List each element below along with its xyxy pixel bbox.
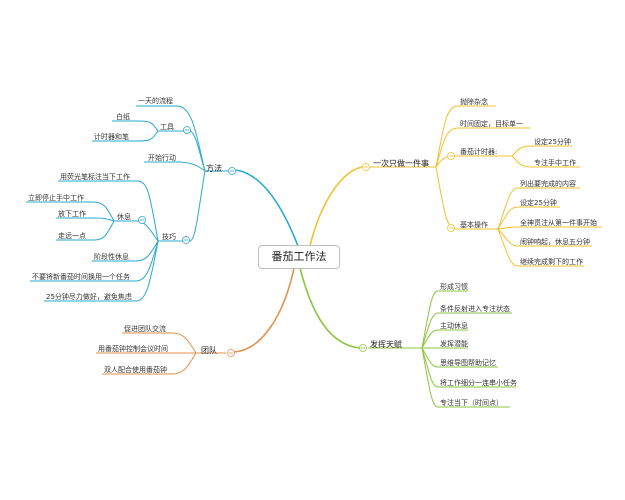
team-links bbox=[96, 332, 226, 375]
node-put-down[interactable]: 放下工作 bbox=[58, 210, 86, 218]
method-links bbox=[26, 105, 228, 302]
branch-team[interactable]: 团队 bbox=[201, 346, 217, 355]
node-walk-away[interactable]: 走远一点 bbox=[58, 232, 86, 240]
branch-one-thing[interactable]: 一次只做一件事 bbox=[373, 159, 429, 168]
node-day-flow[interactable]: 一天的流程 bbox=[138, 97, 173, 105]
node-continue[interactable]: 继续完成剩下的工作 bbox=[520, 258, 583, 266]
node-alarm-rest[interactable]: 闹钟响起，休息五分钟 bbox=[520, 238, 590, 246]
link-root-method bbox=[235, 169, 299, 247]
link-root-team bbox=[233, 267, 295, 353]
node-focus-25[interactable]: 25分钟尽力做好，避免焦虑 bbox=[46, 293, 132, 301]
node-start-first[interactable]: 全神贯注从第一件事开始 bbox=[520, 219, 597, 227]
node-pair-pomodoro[interactable]: 双人配合使用番茄钟 bbox=[104, 366, 167, 374]
node-paper[interactable]: 白纸 bbox=[116, 113, 130, 121]
root-topic[interactable]: 番茄工作法 bbox=[258, 245, 340, 269]
node-stop-work[interactable]: 立即停止手中工作 bbox=[28, 194, 84, 202]
node-mindmap-memory[interactable]: 思维导图帮助记忆 bbox=[440, 359, 496, 367]
node-meeting-timer[interactable]: 用番茄钟控制会议时间 bbox=[98, 345, 168, 353]
node-fixed-time[interactable]: 时间固定，目标单一 bbox=[460, 120, 523, 128]
link-root-talent bbox=[299, 267, 361, 349]
node-active-rest[interactable]: 主动休息 bbox=[440, 322, 468, 330]
talent-links bbox=[368, 290, 516, 408]
node-reflex[interactable]: 条件反射进入专注状态 bbox=[440, 305, 510, 313]
node-phase-rest[interactable]: 阶段性休息 bbox=[94, 253, 129, 261]
node-set-25-b[interactable]: 设定25分钟 bbox=[520, 199, 557, 207]
node-skills[interactable]: 技巧 bbox=[162, 233, 176, 241]
node-rest[interactable]: 休息 bbox=[117, 213, 131, 221]
node-timer-pen[interactable]: 计时器和笔 bbox=[94, 133, 129, 141]
link-root-onething bbox=[309, 166, 363, 247]
node-highlighter[interactable]: 用荧光笔标注当下工作 bbox=[60, 173, 130, 181]
node-no-change[interactable]: 不要将新番茄时间换用一个任务 bbox=[32, 273, 130, 281]
node-basic-ops[interactable]: 基本操作 bbox=[460, 221, 488, 229]
node-habit[interactable]: 形成习惯 bbox=[440, 283, 468, 291]
node-set-25-a[interactable]: 设定25分钟 bbox=[534, 138, 571, 146]
node-list-tasks[interactable]: 列出要完成的内容 bbox=[520, 180, 576, 188]
branch-talent[interactable]: 发挥天赋 bbox=[370, 340, 402, 349]
node-split-tasks[interactable]: 将工作细分一连串小任务 bbox=[440, 379, 517, 387]
node-clear-mind[interactable]: 抛除杂念 bbox=[460, 98, 488, 106]
node-present-focus[interactable]: 专注当下（时间点） bbox=[440, 399, 503, 407]
node-tools[interactable]: 工具 bbox=[160, 123, 174, 131]
node-potential[interactable]: 发挥潜能 bbox=[440, 340, 468, 348]
node-team-communication[interactable]: 促进团队交流 bbox=[124, 325, 166, 333]
node-focus-work[interactable]: 专注手中工作 bbox=[534, 159, 576, 167]
node-pomodoro-timer[interactable]: 番茄计时器: bbox=[460, 148, 498, 156]
branch-method[interactable]: 方法 bbox=[206, 164, 222, 173]
node-start-action[interactable]: 开始行动 bbox=[148, 154, 176, 162]
collapse-toggles bbox=[138, 126, 455, 357]
